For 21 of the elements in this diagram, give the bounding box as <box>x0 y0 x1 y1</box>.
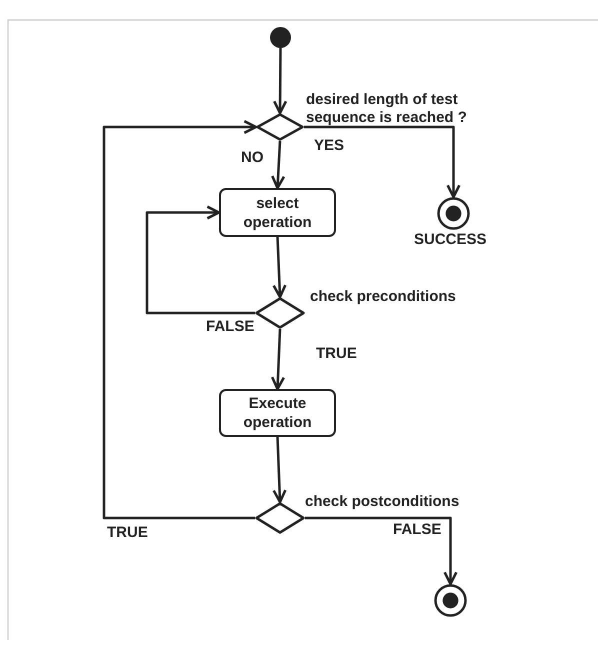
node-caption: desired length of test sequence is reached ? <box>306 91 468 127</box>
node-caption: check postconditions <box>305 493 460 511</box>
node-caption: SUCCESS <box>414 231 487 249</box>
arrow <box>270 328 286 390</box>
arrow <box>272 436 287 504</box>
end-node <box>434 584 467 617</box>
arrow <box>102 120 258 520</box>
arrow <box>272 236 287 298</box>
decision-diamond <box>256 113 304 141</box>
arrow <box>305 516 458 586</box>
decision-diamond <box>255 297 305 329</box>
decision-diamond <box>255 502 305 534</box>
arrow <box>146 205 255 314</box>
action-box: select operation <box>219 188 336 237</box>
arrow <box>304 126 461 198</box>
start-node <box>270 27 291 48</box>
arrow <box>272 48 288 114</box>
end-node <box>437 197 470 230</box>
arrow <box>271 140 286 190</box>
action-box: Execute operation <box>219 389 336 437</box>
node-caption: check preconditions <box>310 288 456 306</box>
